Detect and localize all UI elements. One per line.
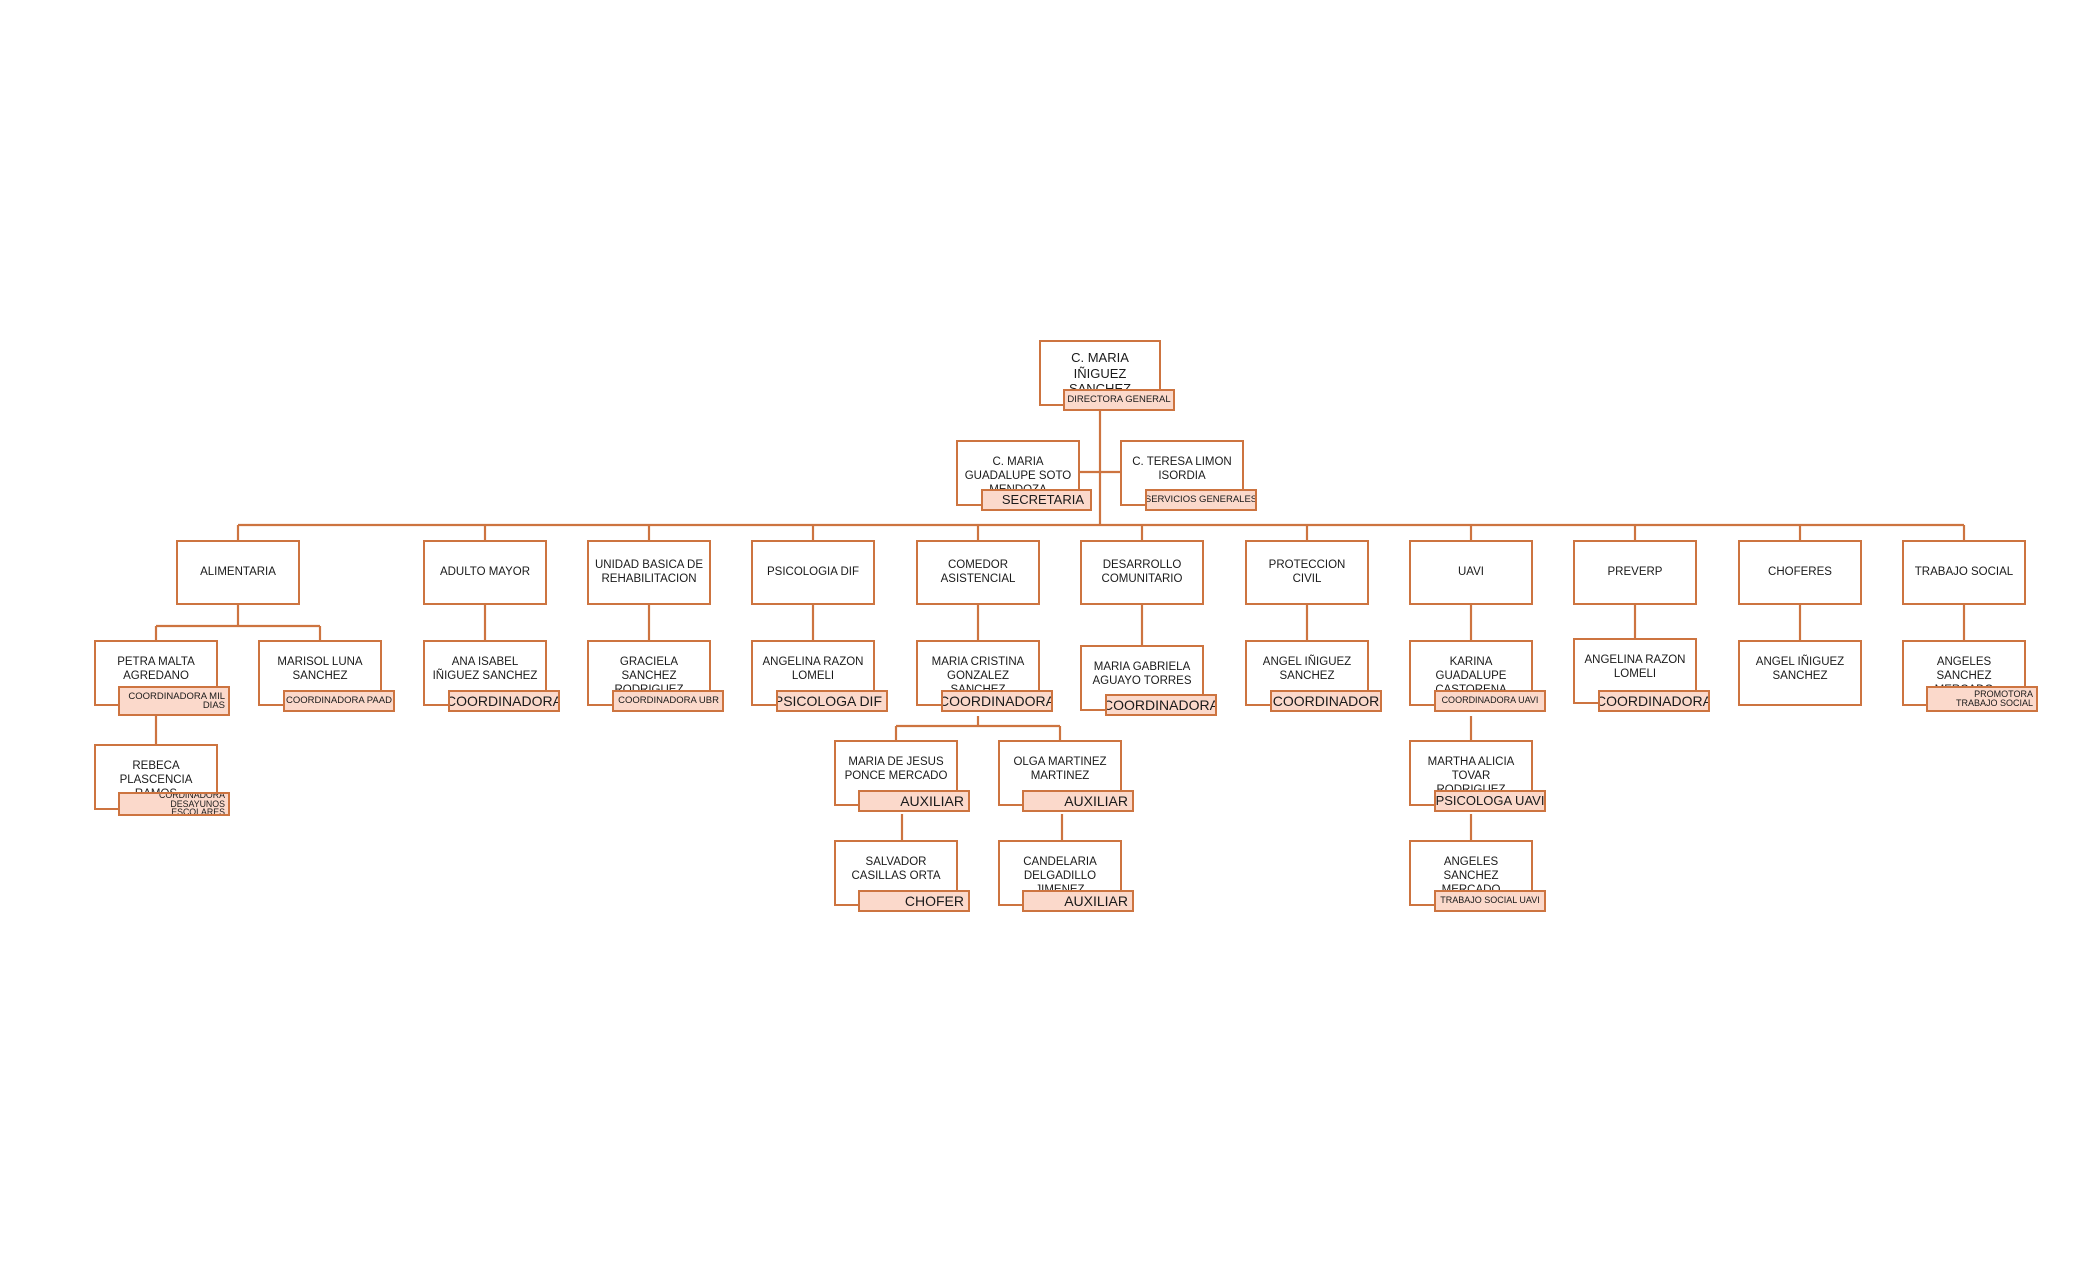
director-role-tag: DIRECTORA GENERAL [1063,389,1175,411]
staff-mariacristina-role-tag: COORDINADORA [941,690,1053,712]
dept-comedor-label: COMEDOR ASISTENCIAL [940,558,1016,585]
servicios-role-tag: SERVICIOS GENERALES [1145,489,1257,511]
dept-adulto-mayor[interactable]: ADULTO MAYOR [423,540,547,605]
dept-desarrollo-label: DESARROLLO COMUNITARIO [1101,558,1183,585]
dept-ubr-label: UNIDAD BASICA DE REHABILITACION [595,558,703,585]
staff-marisol-name: MARISOL LUNA SANCHEZ [277,656,363,682]
dept-psicologia[interactable]: PSICOLOGIA DIF [751,540,875,605]
staff-angel2-box[interactable]: ANGEL IÑIGUEZ SANCHEZ [1738,640,1862,706]
dept-psicologia-label: PSICOLOGIA DIF [766,565,860,578]
staff-angeles1-role-tag: TRABAJO SOCIAL UAVI [1434,890,1546,912]
staff-angelina2-role-tag: COORDINADORA [1598,690,1710,712]
staff-karina-role-tag: COORDINADORA UAVI [1434,690,1546,712]
staff-angeles1-box[interactable]: ANGELES SANCHEZ MERCADO [1409,840,1533,906]
dept-comedor[interactable]: COMEDOR ASISTENCIAL [916,540,1040,605]
staff-angeles1-name: ANGELES SANCHEZ MERCADO [1442,856,1501,896]
dept-proteccion[interactable]: PROTECCION CIVIL [1245,540,1369,605]
staff-mariajesus-role-tag: AUXILIAR [858,790,970,812]
staff-olga-name: OLGA MARTINEZ MARTINEZ [1013,756,1107,782]
staff-petra-role-tag: COORDINADORA MIL DIAS [118,686,230,716]
staff-angel2-name: ANGEL IÑIGUEZ SANCHEZ [1755,656,1845,682]
dept-uavi-label: UAVI [1458,565,1484,578]
staff-anaisabel-role-tag: COORDINADORA [448,690,560,712]
dept-uavi[interactable]: UAVI [1409,540,1533,605]
staff-angelina2-name: ANGELINA RAZON LOMELI [1584,654,1686,680]
staff-candelaria-role-tag: AUXILIAR [1022,890,1134,912]
staff-salvador-role-tag: CHOFER [858,890,970,912]
staff-mariajesus-name: MARIA DE JESUS PONCE MERCADO [844,756,948,782]
dept-preverp-label: PREVERP [1607,565,1663,578]
staff-angelina1-name: ANGELINA RAZON LOMELI [762,656,864,682]
dept-desarrollo[interactable]: DESARROLLO COMUNITARIO [1080,540,1204,605]
dept-choferes[interactable]: CHOFERES [1738,540,1862,605]
staff-karina-box[interactable]: KARINA GUADALUPE CASTORENA SANCHEZ [1409,640,1533,709]
staff-anaisabel-name: ANA ISABEL IÑIGUEZ SANCHEZ [432,656,538,682]
staff-gabriela-role-tag: COORDINADORA [1105,694,1217,716]
dept-ubr[interactable]: UNIDAD BASICA DE REHABILITACION [587,540,711,605]
secretaria-role-tag: SECRETARIA [981,489,1092,511]
staff-rebeca-role-tag: CORDINADORA DESAYUNOS ESCOLARES [118,792,230,816]
staff-candelaria-name: CANDELARIA DELGADILLO JIMENEZ [1023,856,1097,896]
staff-graciela-role-tag: COORDINADORA UBR [612,690,724,712]
dept-choferes-label: CHOFERES [1768,565,1832,578]
dept-preverp[interactable]: PREVERP [1573,540,1697,605]
staff-angel1-name: ANGEL IÑIGUEZ SANCHEZ [1262,656,1352,682]
dept-proteccion-label: PROTECCION CIVIL [1268,558,1346,585]
staff-angel1-role-tag: COORDINADOR [1270,690,1382,712]
dept-alimentaria[interactable]: ALIMENTARIA [176,540,300,605]
staff-salvador-name: SALVADOR CASILLAS ORTA [851,856,941,882]
dept-alimentaria-label: ALIMENTARIA [200,565,276,578]
servicios-name: C. TERESA LIMON ISORDIA [1132,456,1232,482]
staff-angelina1-role-tag: PSICOLOGA DIF [776,690,888,712]
staff-petra-name: PETRA MALTA AGREDANO [117,656,195,682]
staff-gabriela-name: MARIA GABRIELA AGUAYO TORRES [1092,661,1192,687]
staff-marisol-role-tag: COORDINADORA PAAD [283,690,395,712]
staff-olga-role-tag: AUXILIAR [1022,790,1134,812]
dept-adulto-mayor-label: ADULTO MAYOR [439,565,531,578]
staff-angeles2-role-tag: PROMOTORA TRABAJO SOCIAL [1926,686,2038,712]
dept-trabajo-social-label: TRABAJO SOCIAL [1914,565,2014,578]
dept-trabajo-social[interactable]: TRABAJO SOCIAL [1902,540,2026,605]
staff-martha-role-tag: PSICOLOGA UAVI [1434,790,1546,812]
